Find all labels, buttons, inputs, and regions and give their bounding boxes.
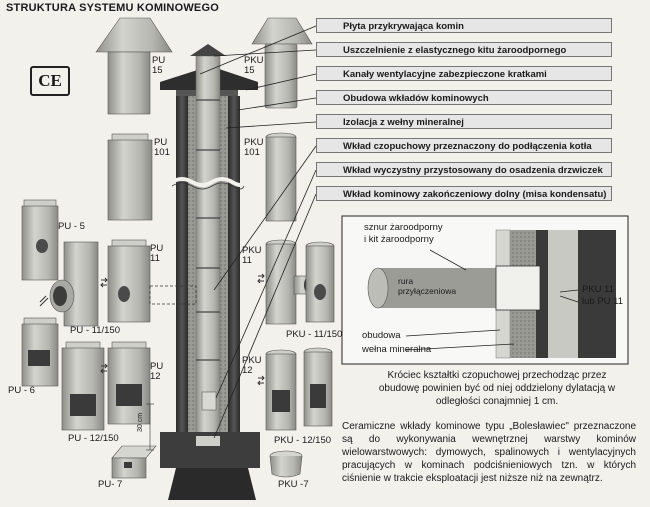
inset-detail (341, 215, 629, 365)
label-pu11-150: PU - 11/150 (70, 325, 120, 336)
inset-wool-label: wełna mineralna (362, 344, 432, 355)
label-pku15: PKU 15 (244, 55, 264, 76)
ce-mark: CE (30, 66, 70, 96)
callout-cover-plate: Płyta przykrywająca komin (316, 18, 612, 33)
description: Ceramiczne wkłady kominowe typu „Bolesła… (342, 421, 636, 484)
label-pu15: PU 15 (152, 55, 166, 76)
callout-insulation: Izolacja z wełny mineralnej (316, 114, 612, 129)
inset-pipe-label: rura przyłączeniowa (398, 276, 457, 296)
callout-casing: Obudowa wkładów kominowych (316, 90, 612, 105)
swap-arrows (39, 273, 265, 386)
label-pku12-150: PKU - 12/150 (274, 435, 332, 446)
label-dimension: 30 cm (137, 412, 144, 432)
label-pku101: PKU 101 (244, 137, 264, 158)
part-pu12-150 (61, 341, 105, 431)
part-pku11 (305, 241, 335, 323)
label-pku12: PKU 12 (242, 355, 262, 376)
label-pu5: PU - 5 (58, 221, 85, 232)
callout-condensate-bowl: Wkład kominowy zakończeniowy dolny (misa… (316, 186, 612, 201)
leader-lines (199, 25, 317, 439)
label-pu101: PU 101 (154, 137, 170, 158)
part-pu6 (21, 317, 59, 387)
label-pku11: PKU 11 (242, 245, 262, 266)
inset-pku-label: PKU 11 lub PU 11 (582, 284, 624, 307)
callout-vent-channels: Kanały wentylacyjne zabezpieczone kratka… (316, 66, 612, 81)
part-pu101 (107, 133, 153, 221)
inset-caption: Króciec kształtki czopuchowej przechodzą… (378, 370, 616, 407)
callout-seal: Uszczelnienie z elastycznego kitu żarood… (316, 42, 612, 57)
page-title: STRUKTURA SYSTEMU KOMINOWEGO (6, 2, 219, 14)
part-pku101 (265, 132, 297, 222)
chimney-section (146, 44, 260, 500)
label-pu12-150: PU - 12/150 (68, 433, 119, 444)
part-pu12 (107, 341, 151, 425)
label-pku11-150: PKU - 11/150 (286, 329, 343, 340)
part-pu15-cap (95, 17, 173, 115)
part-pu7 (111, 445, 157, 479)
part-pu11 (107, 239, 151, 323)
part-pku7 (269, 450, 303, 478)
part-pu11-150 (49, 241, 99, 327)
inset-casing-label: obudowa (362, 330, 401, 341)
label-pu6: PU - 6 (8, 385, 35, 396)
inset-cord-label: sznur żaroodporny i kit żaroodporny (364, 222, 443, 245)
part-pu5 (21, 199, 59, 281)
callout-cleanout: Wkład wyczystny przystosowany do osadzen… (316, 162, 612, 177)
label-pku7: PKU -7 (278, 479, 309, 490)
part-pku12 (265, 349, 297, 431)
label-pu12: PU 12 (150, 361, 164, 382)
label-pu11: PU 11 (150, 243, 164, 264)
part-pku12-150 (303, 347, 333, 427)
label-pu7: PU- 7 (98, 479, 123, 490)
callout-flue-connector: Wkład czopuchowy przeznaczony do podłącz… (316, 138, 612, 153)
part-pku15-cap (251, 17, 313, 109)
